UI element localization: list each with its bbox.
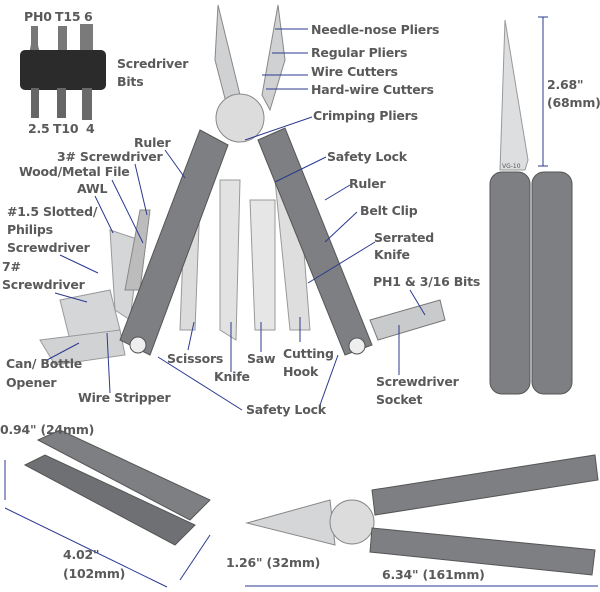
label-needle-nose-pliers: Needle-nose Pliers <box>311 22 440 37</box>
label-slotted-1: #1.5 Slotted/ <box>7 204 98 219</box>
dim-length-inches: 4.02" <box>63 547 100 562</box>
label-serrated-knife-2: Knife <box>374 247 410 262</box>
label-ruler-left: Ruler <box>134 135 171 150</box>
label-regular-pliers: Regular Pliers <box>311 45 408 60</box>
label-slotted-2: Philips <box>7 222 53 237</box>
label-7-screwdriver-2: Screwdriver <box>2 277 85 292</box>
bits-title-line2: Bits <box>117 74 144 89</box>
label-cutting-hook-2: Hook <box>283 364 319 379</box>
label-slotted-3: Screwdriver <box>7 240 90 255</box>
label-7-screwdriver-1: 7# <box>2 259 21 274</box>
dim-blade-mm: (68mm) <box>547 95 600 110</box>
label-serrated-knife-1: Serrated <box>374 230 435 245</box>
label-safety-lock-top: Safety Lock <box>327 149 407 164</box>
label-wire-stripper: Wire Stripper <box>78 390 171 405</box>
label-cutting-hook-1: Cutting <box>283 346 334 361</box>
dim-open-length: 6.34" (161mm) <box>382 567 485 582</box>
multitool-main-image <box>39 4 446 366</box>
label-can-opener-1: Can/ Bottle <box>6 356 83 371</box>
label-awl: AWL <box>77 181 108 196</box>
bit-label-4: 4 <box>86 121 95 136</box>
open-tool-image <box>245 454 599 587</box>
label-can-opener-2: Opener <box>6 375 57 390</box>
label-screwdriver-socket-1: Screwdriver <box>376 374 459 389</box>
label-scissors: Scissors <box>167 351 224 366</box>
label-wire-cutters: Wire Cutters <box>311 64 398 79</box>
label-hard-wire-cutters: Hard-wire Cutters <box>311 82 434 97</box>
label-3-screwdriver: 3# Screwdriver <box>57 149 163 164</box>
bit-label-2-5: 2.5 <box>28 121 50 136</box>
label-saw: Saw <box>247 351 276 366</box>
label-knife: Knife <box>214 369 250 384</box>
label-ruler-right: Ruler <box>349 176 386 191</box>
blade-steel-stamp: VG-10 <box>502 163 521 170</box>
bit-label-6: 6 <box>84 9 93 24</box>
label-wood-metal-file: Wood/Metal File <box>19 164 130 179</box>
label-belt-clip: Belt Clip <box>360 203 418 218</box>
label-safety-lock-bottom: Safety Lock <box>246 402 326 417</box>
dim-blade-inches: 2.68" <box>547 77 584 92</box>
dim-width: 1.26" (32mm) <box>226 555 321 570</box>
bit-label-ph0: PH0 <box>24 9 52 24</box>
screwdriver-bits-image <box>20 24 106 120</box>
callout-lines <box>46 28 426 411</box>
bit-label-t10: T10 <box>53 121 79 136</box>
bits-title-line1: Scredriver <box>117 56 189 71</box>
dim-thickness: 0.94" (24mm) <box>0 422 95 437</box>
closed-tool-image <box>4 429 211 588</box>
label-crimping-pliers: Crimping Pliers <box>313 108 418 123</box>
label-screwdriver-socket-2: Socket <box>376 392 423 407</box>
bit-label-t15: T15 <box>55 9 81 24</box>
side-view-image <box>489 16 573 395</box>
dim-length-mm: (102mm) <box>63 566 126 581</box>
label-ph1-bits: PH1 & 3/16 Bits <box>373 274 481 289</box>
